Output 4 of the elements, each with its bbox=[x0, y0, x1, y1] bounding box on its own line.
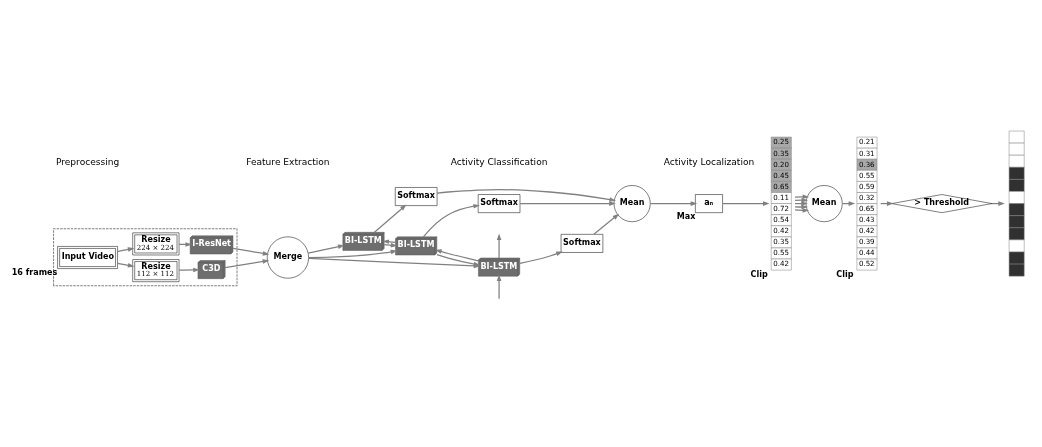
label: Activity Classification bbox=[450, 156, 548, 167]
label: Feature Extraction bbox=[246, 156, 330, 167]
label: Activity Localization bbox=[663, 156, 755, 167]
label: Preprocessing bbox=[55, 156, 120, 167]
